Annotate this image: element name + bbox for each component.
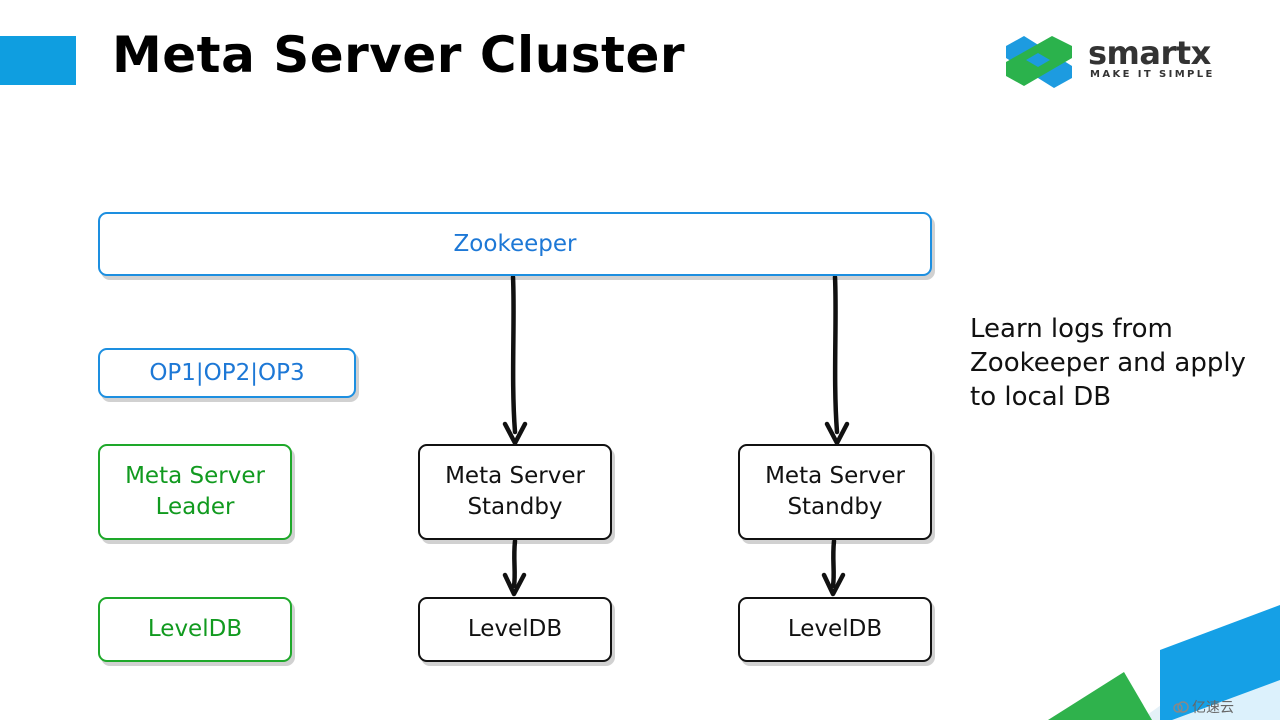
arrow-zookeeper-to-standby-2	[832, 274, 840, 435]
watermark-text: 亿速云	[1192, 700, 1234, 716]
zookeeper-box: Zookeeper	[98, 212, 932, 276]
arrow-zookeeper-to-standby-1	[510, 274, 518, 435]
meta-server-standby-1-box: Meta Server Standby	[418, 444, 612, 540]
logo-wordmark: smartx	[1088, 34, 1211, 72]
standby-1-leveldb-box: LevelDB	[418, 597, 612, 662]
slide-title: Meta Server Cluster	[112, 26, 686, 84]
arrow-standby-1-to-leveldb	[511, 538, 518, 589]
title-accent-bar	[0, 36, 76, 85]
meta-server-leader-box: Meta Server Leader	[98, 444, 292, 540]
leader-leveldb-box: LevelDB	[98, 597, 292, 662]
meta-server-standby-2-box: Meta Server Standby	[738, 444, 932, 540]
standby-2-leveldb-box: LevelDB	[738, 597, 932, 662]
annotation-note: Learn logs from Zookeeper and apply to l…	[970, 314, 1246, 412]
smartx-x-logo-icon	[1006, 36, 1072, 88]
arrow-standby-2-to-leveldb	[830, 538, 837, 589]
ops-log-box: OP1|OP2|OP3	[98, 348, 356, 398]
logo-tagline: MAKE IT SIMPLE	[1090, 69, 1215, 80]
smartx-logo: smartx MAKE IT SIMPLE	[1004, 32, 1234, 92]
cloud-icon	[1173, 701, 1189, 713]
